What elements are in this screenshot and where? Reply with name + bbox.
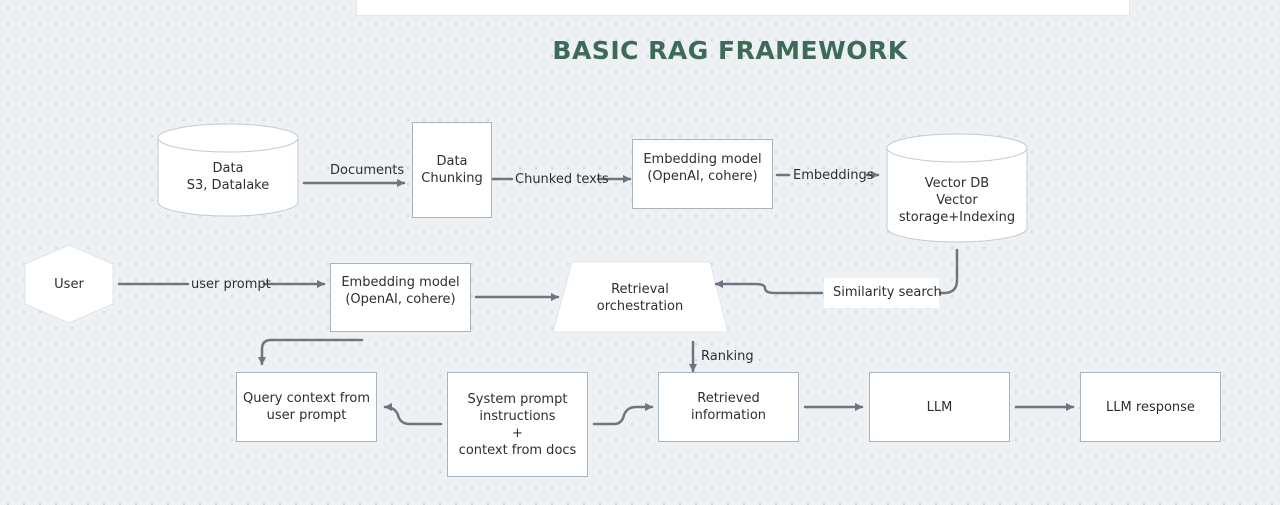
- system-prompt-label: System prompt instructions + context fro…: [458, 391, 577, 458]
- edge-similarity-to-retrieval: [714, 280, 824, 295]
- retrieval-orchestration-trapezoid[interactable]: [552, 261, 729, 333]
- edge-label-embeddings: Embeddings: [793, 168, 874, 183]
- vector-db-node[interactable]: Vector DB Vector storage+Indexing: [887, 165, 1027, 235]
- edge-vectordb-to-similarity: [938, 248, 959, 295]
- edge-label-documents: Documents: [330, 163, 405, 178]
- query-context-node[interactable]: Query context from user prompt: [236, 372, 377, 442]
- user-label: User: [54, 276, 84, 292]
- data-source-label: Data S3, Datalake: [186, 161, 270, 193]
- edge-label-user-prompt: user prompt: [191, 277, 271, 292]
- embedding-model-top-node[interactable]: Embedding model (OpenAI, cohere): [632, 139, 773, 209]
- user-node[interactable]: User: [25, 264, 113, 304]
- similarity-search-node[interactable]: Similarity search: [824, 278, 942, 308]
- edge-embedding-to-query: [258, 338, 364, 366]
- embedding-model-mid-label: Embedding model (OpenAI, cohere): [341, 275, 460, 307]
- llm-node[interactable]: LLM: [869, 372, 1010, 442]
- embedding-model-mid-node[interactable]: Embedding model (OpenAI, cohere): [330, 263, 471, 332]
- retrieved-information-node[interactable]: Retrieved information: [658, 372, 799, 442]
- edge-label-ranking: Ranking: [701, 349, 754, 364]
- top-toolbar-strip: [356, 0, 1130, 16]
- data-chunking-label: Data Chunking: [421, 154, 483, 186]
- user-hexagon[interactable]: [24, 244, 114, 324]
- vector-db-label: Vector DB Vector storage+Indexing: [898, 175, 1016, 225]
- embedding-model-top-label: Embedding model (OpenAI, cohere): [643, 152, 762, 184]
- retrieval-orchestration-node[interactable]: Retrieval orchestration: [560, 280, 720, 316]
- data-source-cylinder[interactable]: [157, 123, 299, 217]
- retrieval-orchestration-label: Retrieval orchestration: [596, 282, 684, 314]
- edge-label-chunked-texts: Chunked texts: [515, 172, 609, 187]
- llm-response-node[interactable]: LLM response: [1080, 372, 1221, 442]
- system-prompt-node[interactable]: System prompt instructions + context fro…: [447, 372, 588, 477]
- edge-system-to-query: [383, 403, 443, 426]
- retrieved-information-label: Retrieved information: [690, 391, 767, 423]
- llm-label: LLM: [926, 399, 953, 415]
- data-source-node[interactable]: Data S3, Datalake: [158, 152, 298, 202]
- data-chunking-node[interactable]: Data Chunking: [412, 122, 492, 218]
- vector-db-cylinder[interactable]: [886, 133, 1028, 243]
- query-context-label: Query context from user prompt: [242, 391, 371, 423]
- diagram-title: BASIC RAG FRAMEWORK: [552, 36, 908, 65]
- llm-response-label: LLM response: [1106, 399, 1195, 415]
- edge-system-to-retrieved: [592, 403, 654, 426]
